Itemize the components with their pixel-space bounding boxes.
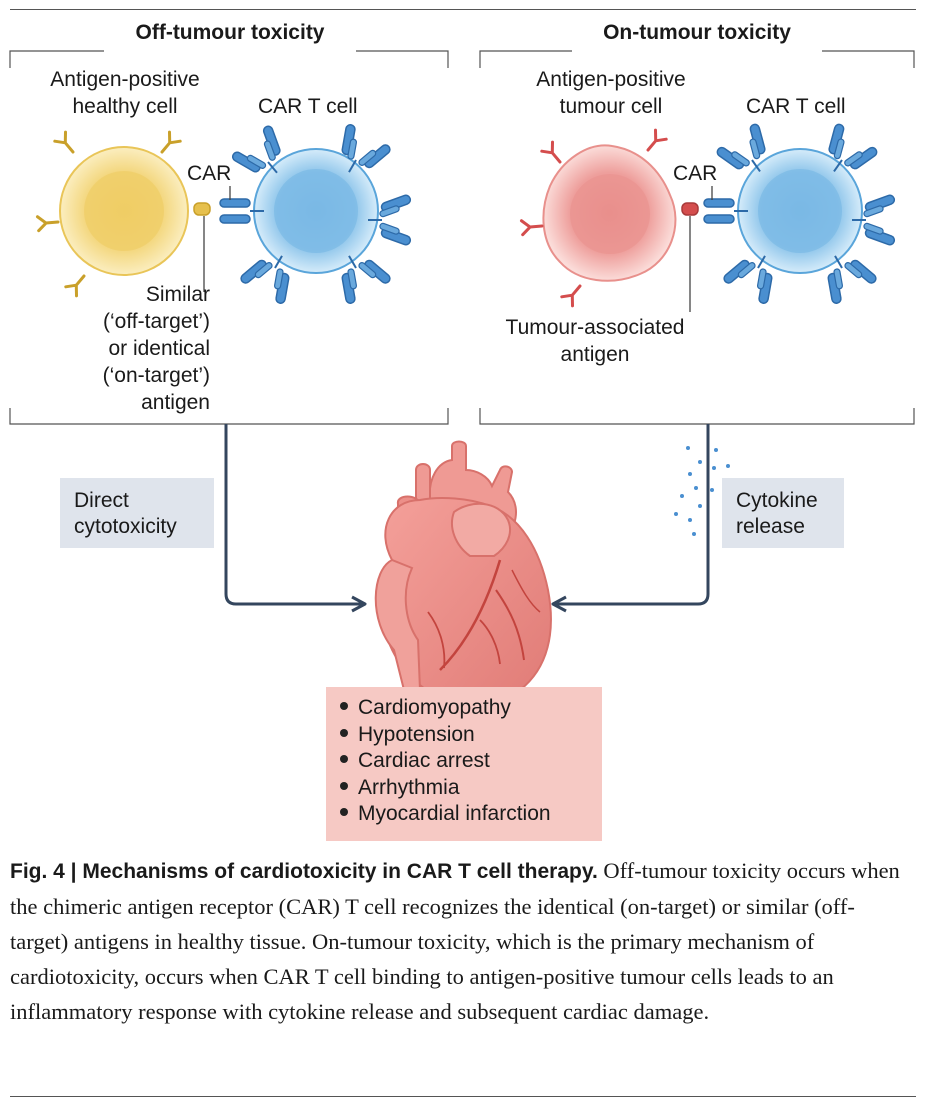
direct-cytotoxicity-label: Direct cytotoxicity bbox=[60, 478, 214, 548]
cytokine-release-line1: Cytokine bbox=[736, 489, 818, 512]
car-label-right: CAR bbox=[673, 162, 718, 185]
tumour-cell bbox=[519, 128, 699, 308]
car-label-left: CAR bbox=[187, 162, 232, 185]
tumour-antigen-label-line1: Tumour-associated bbox=[505, 316, 685, 339]
healthy-antigen-3 bbox=[35, 213, 61, 233]
cart-cell-right bbox=[703, 119, 897, 308]
effect-item: Arrhythmia bbox=[340, 775, 602, 802]
bullet-icon bbox=[340, 702, 348, 711]
top-rule bbox=[10, 9, 916, 10]
cardiac-effects-box: Cardiomyopathy Hypotension Cardiac arres… bbox=[326, 687, 602, 841]
effect-item: Cardiomyopathy bbox=[340, 695, 602, 722]
antigen-label-line2: (‘off-target’) bbox=[103, 310, 210, 333]
antigen-label-line3: or identical bbox=[108, 337, 210, 360]
cart-cell-left bbox=[219, 120, 413, 308]
antigen-label-line1: Similar bbox=[145, 283, 210, 306]
bullet-icon bbox=[340, 781, 348, 790]
tumour-antigen-label-line2: antigen bbox=[560, 343, 630, 366]
antigen-label-line5: antigen bbox=[141, 391, 210, 414]
bottom-rule bbox=[10, 1096, 916, 1097]
off-tumour-bracket bbox=[9, 50, 449, 425]
bullet-icon bbox=[340, 728, 348, 737]
cytokine-release-arrow bbox=[551, 424, 710, 613]
effect-item: Hypotension bbox=[340, 722, 602, 749]
on-tumour-heading: On-tumour toxicity bbox=[603, 21, 791, 44]
tumour-cell-label-line1: Antigen-positive bbox=[536, 68, 686, 91]
direct-cytotoxicity-line2: cytotoxicity bbox=[74, 515, 177, 538]
off-tumour-heading: Off-tumour toxicity bbox=[135, 21, 325, 44]
direct-cytotoxicity-arrow bbox=[224, 424, 367, 613]
caption-label: Fig. 4 | Mechanisms of cardiotoxicity in… bbox=[10, 860, 598, 883]
cytokine-release-label: Cytokine release bbox=[722, 478, 844, 548]
bullet-icon bbox=[340, 808, 348, 817]
healthy-antigen-2 bbox=[155, 130, 182, 158]
caption-text: Off-tumour toxicity occurs when the chim… bbox=[10, 858, 900, 1024]
tumour-cell-label-line2: tumour cell bbox=[559, 95, 663, 118]
healthy-cell-label-line1: Antigen-positive bbox=[50, 68, 200, 91]
healthy-antigen-1 bbox=[53, 130, 80, 158]
cytokine-dots bbox=[674, 446, 730, 536]
bullet-icon bbox=[340, 755, 348, 764]
effect-item: Cardiac arrest bbox=[340, 748, 602, 775]
heart-illustration bbox=[374, 440, 552, 709]
cytokine-release-line2: release bbox=[736, 515, 805, 538]
antigen-label-line4: (‘on-target’) bbox=[102, 364, 210, 387]
effect-item: Myocardial infarction bbox=[340, 801, 602, 828]
healthy-cell bbox=[35, 130, 211, 298]
healthy-cell-label-line2: healthy cell bbox=[72, 95, 178, 118]
on-tumour-bracket bbox=[479, 50, 915, 425]
cart-label-left: CAR T cell bbox=[258, 95, 358, 118]
direct-cytotoxicity-line1: Direct bbox=[74, 489, 129, 512]
cart-label-right: CAR T cell bbox=[746, 95, 846, 118]
figure-caption: Fig. 4 | Mechanisms of cardiotoxicity in… bbox=[10, 853, 910, 1029]
